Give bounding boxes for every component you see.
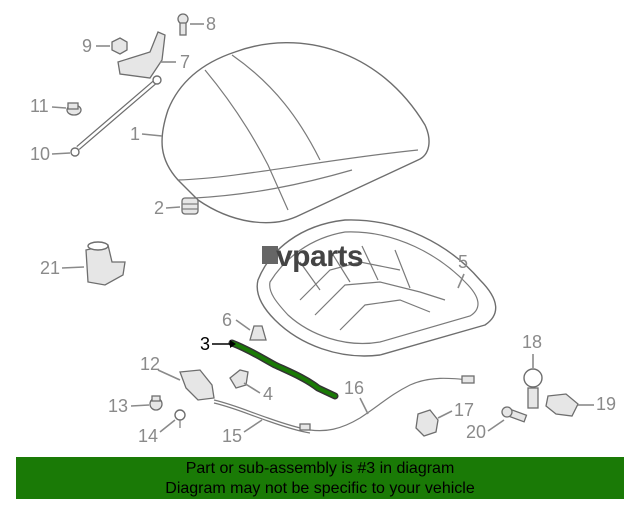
callout-15: 15 bbox=[222, 419, 263, 446]
svg-text:4: 4 bbox=[263, 384, 273, 404]
lift-support-part bbox=[70, 75, 162, 157]
banner-line-disclaimer: Diagram may not be specific to your vehi… bbox=[165, 480, 475, 497]
release-cable-part bbox=[213, 375, 475, 434]
callout-3: 3 bbox=[200, 334, 236, 354]
callout-21: 21 bbox=[40, 258, 85, 278]
svg-text:20: 20 bbox=[466, 422, 486, 442]
release-handle-part bbox=[85, 241, 126, 286]
bolt-20-part bbox=[501, 406, 528, 423]
svg-text:8: 8 bbox=[206, 14, 216, 34]
callout-16: 16 bbox=[344, 378, 369, 415]
callout-13: 13 bbox=[108, 396, 150, 416]
svg-text:16: 16 bbox=[344, 378, 364, 398]
callout-5: 5 bbox=[457, 252, 468, 289]
hood-inner-panel-part bbox=[256, 219, 497, 357]
latch-part bbox=[179, 369, 215, 401]
callout-7: 7 bbox=[160, 52, 190, 72]
svg-text:7: 7 bbox=[180, 52, 190, 72]
callout-19: 19 bbox=[578, 394, 616, 414]
svg-text:19: 19 bbox=[596, 394, 616, 414]
hood-part bbox=[161, 42, 430, 224]
callout-6: 6 bbox=[222, 310, 251, 331]
callout-11: 11 bbox=[30, 96, 67, 116]
callout-20: 20 bbox=[466, 419, 505, 442]
svg-text:10: 10 bbox=[30, 144, 50, 164]
svg-text:14: 14 bbox=[138, 426, 158, 446]
svg-text:11: 11 bbox=[30, 96, 49, 116]
callout-14: 14 bbox=[138, 419, 176, 446]
hood-hinge-part bbox=[117, 31, 166, 79]
grommet-part bbox=[249, 325, 267, 341]
callout-18: 18 bbox=[522, 332, 542, 368]
svg-text:17: 17 bbox=[454, 400, 474, 420]
svg-text:1: 1 bbox=[130, 124, 140, 144]
callout-2: 2 bbox=[154, 198, 181, 218]
hood-support-rod-part bbox=[228, 339, 339, 400]
svg-text:18: 18 bbox=[522, 332, 542, 352]
callout-9: 9 bbox=[82, 36, 110, 56]
callout-10: 10 bbox=[30, 144, 71, 164]
svg-text:12: 12 bbox=[140, 354, 160, 374]
callout-8: 8 bbox=[190, 14, 216, 34]
bolt-13-part bbox=[149, 395, 163, 411]
svg-text:6: 6 bbox=[222, 310, 232, 330]
info-banner: Part or sub-assembly is #3 in diagram Di… bbox=[16, 457, 624, 499]
clip-14-part bbox=[174, 409, 186, 428]
ball-stud-part bbox=[66, 102, 82, 116]
svg-text:5: 5 bbox=[458, 252, 468, 272]
nut-9-part bbox=[111, 37, 128, 55]
callout-1: 1 bbox=[130, 124, 163, 144]
rod-holder-part bbox=[229, 369, 249, 389]
svg-text:9: 9 bbox=[82, 36, 92, 56]
callout-12: 12 bbox=[140, 354, 181, 381]
watermark-text: vparts bbox=[276, 240, 363, 273]
watermark-logo: vparts bbox=[262, 240, 364, 273]
latch-bracket-part bbox=[545, 393, 579, 417]
callout-17: 17 bbox=[437, 400, 474, 420]
svg-text:13: 13 bbox=[108, 396, 128, 416]
svg-text:21: 21 bbox=[40, 258, 60, 278]
svg-text:2: 2 bbox=[154, 198, 164, 218]
banner-line-part-info: Part or sub-assembly is #3 in diagram bbox=[185, 460, 455, 477]
parts-diagram: vparts bbox=[30, 13, 616, 446]
callout-4: 4 bbox=[243, 382, 273, 404]
secondary-latch-part bbox=[523, 368, 543, 409]
svg-text:15: 15 bbox=[222, 426, 242, 446]
cable-clip-part bbox=[415, 409, 439, 437]
bumper-stop-part bbox=[181, 197, 199, 215]
svg-text:3: 3 bbox=[200, 334, 210, 354]
bolt-8-part bbox=[177, 13, 189, 36]
